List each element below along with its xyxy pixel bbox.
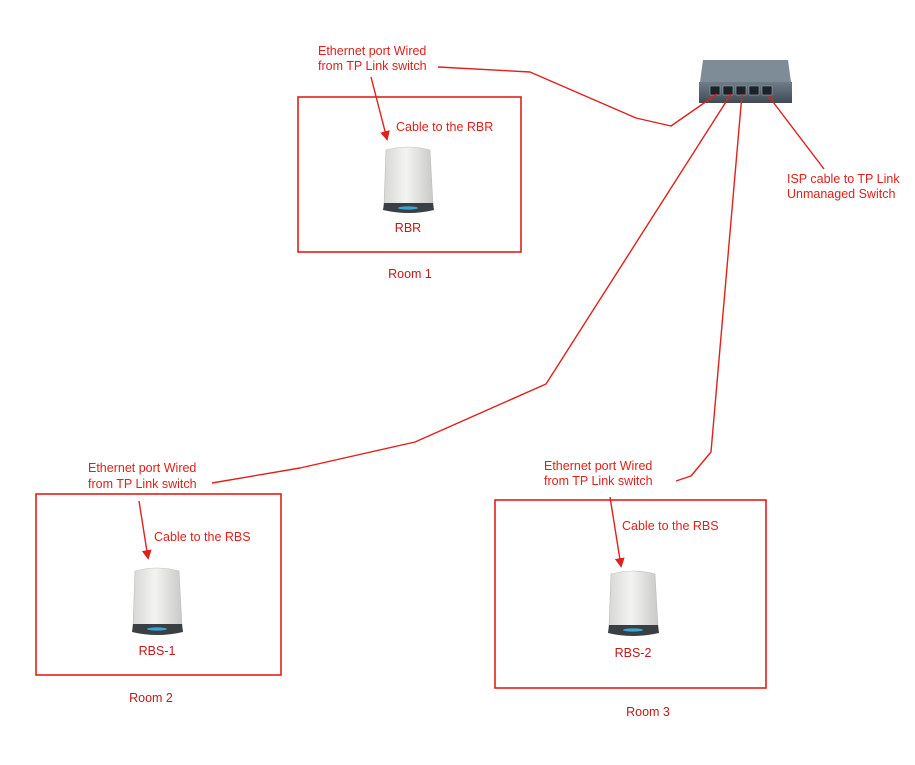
isp-label-line1: ISP cable to TP Link	[787, 172, 900, 186]
rbs2-device-label: RBS-2	[615, 646, 652, 660]
room3-cable-label: Cable to the RBS	[622, 519, 719, 533]
room1-box	[297, 96, 522, 253]
isp-label-line2: Unmanaged Switch	[787, 187, 895, 201]
room1-port-label-line2: from TP Link switch	[318, 59, 427, 73]
switch-port-1	[709, 85, 721, 96]
room1-label: Room 1	[388, 267, 432, 281]
room3-box	[494, 499, 767, 689]
switch-port-3	[735, 85, 747, 96]
wire-room1	[437, 66, 718, 127]
room3-label: Room 3	[626, 705, 670, 719]
room3-cable-arrow	[609, 496, 625, 568]
room3-port-label-line1: Ethernet port Wired	[544, 459, 652, 473]
room3-port-label-line2: from TP Link switch	[544, 474, 653, 488]
room2-port-label-line1: Ethernet port Wired	[88, 461, 196, 475]
room2-cable-arrow	[138, 500, 152, 560]
wire-room3	[675, 93, 743, 482]
wire-room2	[211, 93, 732, 484]
switch-ports	[709, 85, 773, 96]
rbs2-device-icon	[608, 570, 659, 636]
room-3: Ethernet port Wired from TP Link switch …	[494, 459, 767, 719]
switch-port-2	[722, 85, 734, 96]
rbs1-device-label: RBS-1	[139, 644, 176, 658]
tp-link-switch	[699, 60, 792, 103]
room-1: Ethernet port Wired from TP Link switch …	[297, 44, 522, 281]
switch-port-4	[748, 85, 760, 96]
room1-cable-label: Cable to the RBR	[396, 120, 493, 134]
room2-cable-label: Cable to the RBS	[154, 530, 251, 544]
rbs1-device-icon	[132, 567, 183, 635]
room1-cable-arrow	[370, 76, 390, 141]
wire-isp	[769, 97, 825, 170]
switch-top	[700, 60, 791, 82]
room1-port-label-line1: Ethernet port Wired	[318, 44, 426, 58]
room2-label: Room 2	[129, 691, 173, 705]
switch-port-5	[761, 85, 773, 96]
rbr-device-icon	[383, 146, 434, 213]
rbr-device-label: RBR	[395, 221, 421, 235]
room-2: Ethernet port Wired from TP Link switch …	[35, 461, 282, 705]
room2-port-label-line2: from TP Link switch	[88, 477, 197, 491]
room2-box	[35, 493, 282, 676]
